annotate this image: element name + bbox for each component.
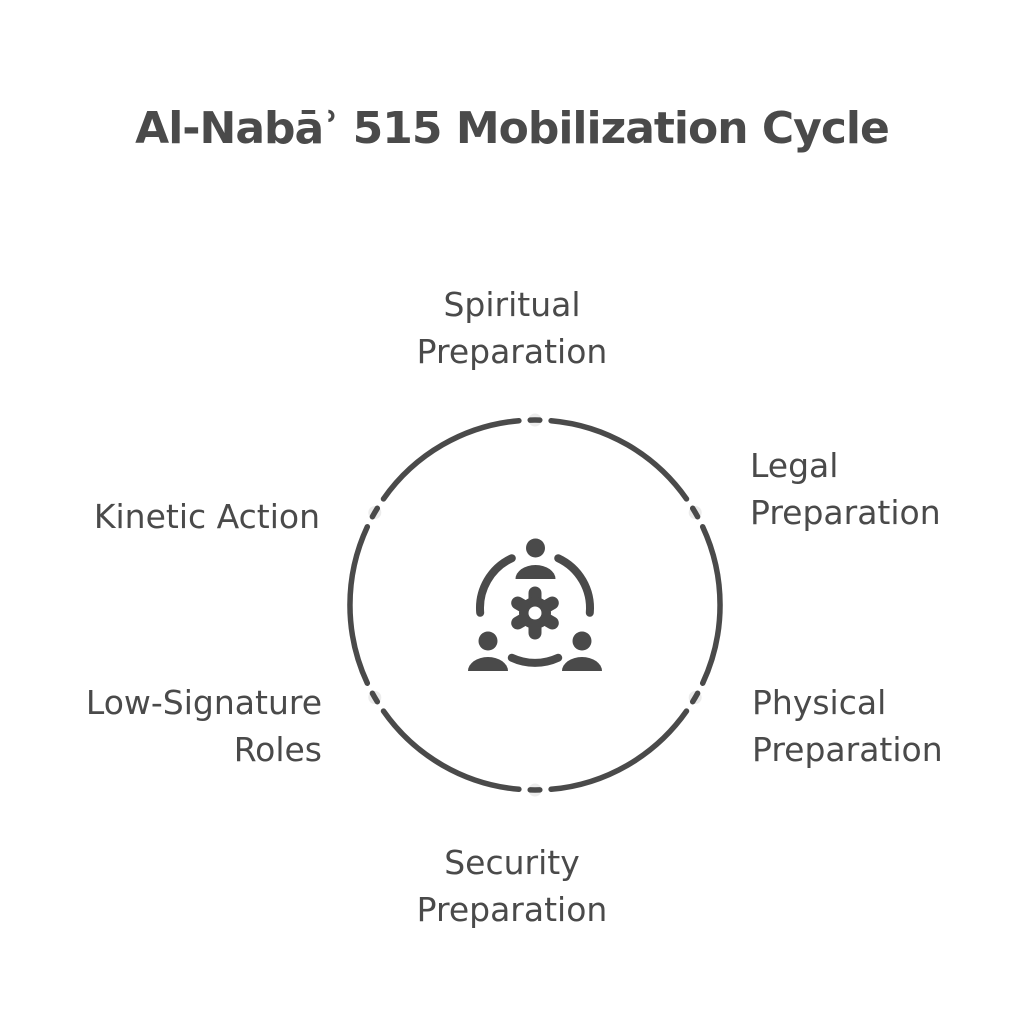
- node-label-line: Roles: [233, 730, 322, 769]
- ring-gap-dash: [369, 690, 381, 705]
- gear-hole: [528, 606, 542, 620]
- ring-arc: [380, 708, 522, 793]
- team-link-arc: [476, 554, 516, 617]
- node-label-line: Kinetic Action: [93, 497, 320, 536]
- ring-arc: [548, 417, 690, 502]
- node-label-line: Security: [444, 843, 580, 882]
- person-icon: [562, 631, 602, 671]
- node-low-signature-roles: Low-Signature Roles: [86, 679, 322, 773]
- node-label-line: Low-Signature: [85, 683, 322, 722]
- ring-arc: [548, 708, 690, 793]
- node-spiritual-preparation: Spiritual Preparation: [0, 281, 1024, 375]
- team-link-arc: [507, 653, 563, 667]
- node-label-line: Physical: [752, 683, 887, 722]
- cycle-ring: [347, 413, 723, 797]
- node-label-line: Legal: [750, 446, 839, 485]
- diagram-title: Al-Nabāʾ 515 Mobilization Cycle: [135, 103, 890, 154]
- ring-gap-dash: [369, 505, 381, 520]
- node-legal-preparation: Legal Preparation: [750, 442, 941, 536]
- node-security-preparation: Security Preparation: [0, 839, 1024, 933]
- ring-gap-dash: [689, 690, 701, 705]
- node-label-line: Preparation: [750, 493, 941, 532]
- ring-arc: [347, 524, 371, 686]
- ring-gap-dash: [689, 505, 701, 520]
- node-physical-preparation: Physical Preparation: [752, 679, 943, 773]
- node-kinetic-action: Kinetic Action: [94, 493, 320, 540]
- person-icon: [515, 538, 556, 579]
- person-icon: [468, 631, 508, 671]
- ring-arc: [380, 417, 522, 502]
- node-label-line: Preparation: [752, 730, 943, 769]
- gear-icon: [511, 586, 559, 640]
- node-label-line: Spiritual: [443, 285, 581, 324]
- ring-arc: [699, 524, 723, 686]
- node-label-line: Preparation: [416, 332, 608, 371]
- team-gear-icon: [468, 538, 602, 671]
- team-link-arc: [554, 554, 594, 617]
- node-label-line: Preparation: [416, 890, 608, 929]
